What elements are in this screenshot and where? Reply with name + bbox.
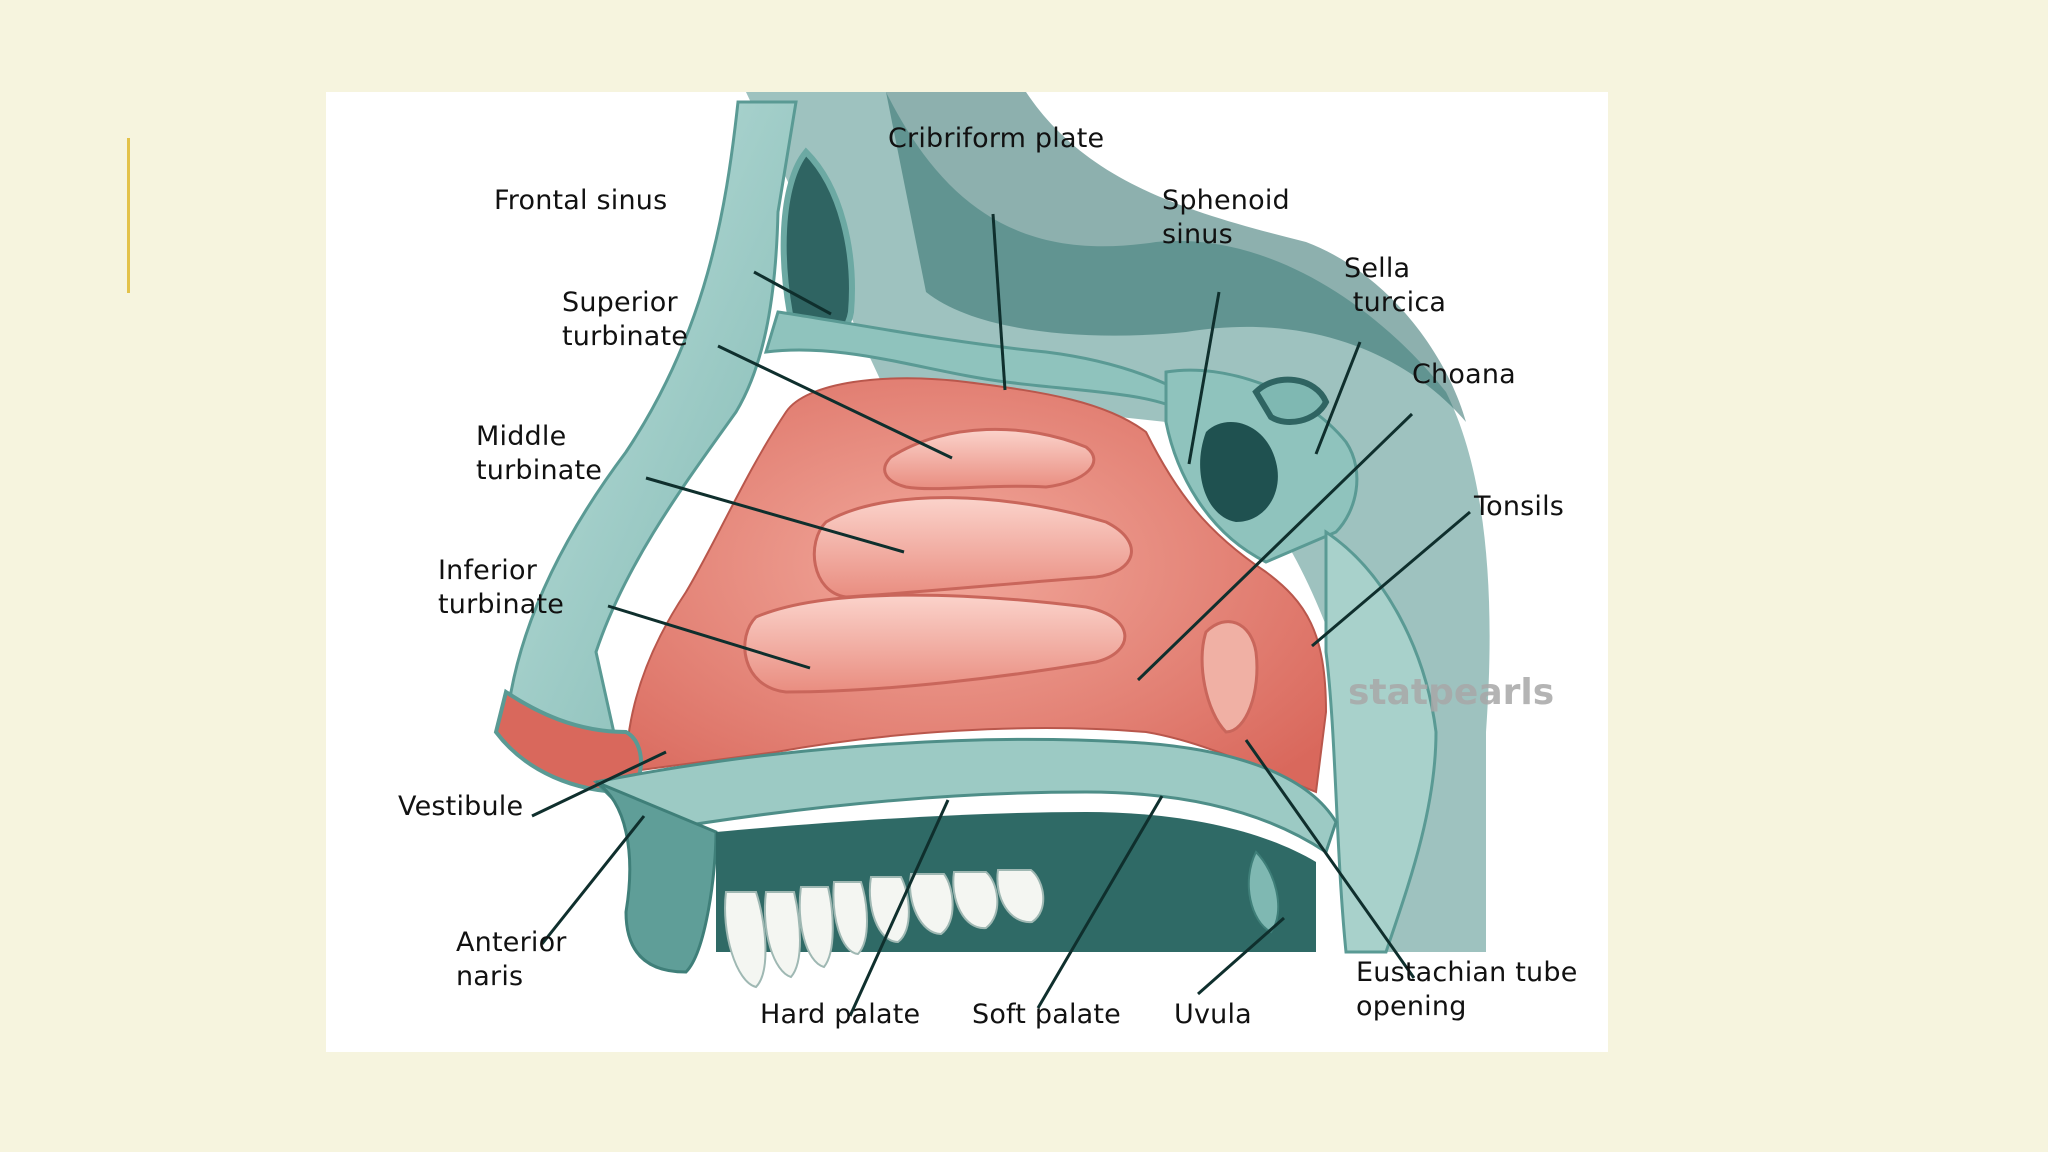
leader-uvula (1197, 916, 1285, 996)
superior-turbinate-shape (883, 427, 1096, 491)
leader-frontal (753, 270, 832, 316)
teeth (724, 869, 1045, 989)
eustachian-opening-shape (1200, 620, 1259, 734)
label-choana: Choana (1412, 359, 1516, 390)
label-superior-turbinate: Superior turbinate (562, 287, 689, 352)
label-cribriform-plate: Cribriform plate (888, 123, 1105, 154)
leader-soft-palate (1036, 795, 1164, 1009)
label-sella-turcica: Sella turcica (1344, 253, 1447, 318)
leader-hard-palate (848, 799, 950, 1017)
inferior-turbinate-shape (743, 593, 1127, 694)
label-vestibule: Vestibule (398, 791, 524, 822)
sella-turcica-shape (1252, 376, 1330, 425)
label-hard-palate: Hard palate (760, 999, 921, 1030)
pharynx-wall (1324, 529, 1438, 954)
slide-accent-bar (127, 138, 130, 293)
label-eustachian-tube-opening: Eustachian tube opening (1356, 957, 1578, 1022)
leader-vestibule (531, 750, 667, 818)
label-soft-palate: Soft palate (972, 999, 1121, 1030)
leader-choana (1136, 412, 1414, 682)
nostril (493, 688, 643, 795)
leader-tonsils (1311, 510, 1471, 648)
statpearls-watermark: statpearls (1348, 672, 1555, 713)
nasal-cavity-figure: statpearls Cribriform plate Frontal sinu… (326, 92, 1608, 1052)
leader-cribriform (991, 213, 1007, 391)
label-inferior-turbinate: Inferior turbinate (438, 555, 565, 620)
leader-inferior (607, 604, 811, 670)
leader-lines (531, 213, 1471, 1017)
nasal-anatomy-illustration (493, 92, 1490, 1017)
label-frontal-sinus: Frontal sinus (494, 185, 668, 216)
middle-turbinate-shape (812, 496, 1133, 599)
upper-lip (595, 780, 718, 974)
leader-sella (1314, 341, 1362, 455)
sphenoid-sinus-shape (1200, 422, 1278, 522)
label-anterior-naris: Anterior naris (456, 927, 567, 992)
label-tonsils: Tonsils (1474, 491, 1565, 522)
label-middle-turbinate: Middle turbinate (476, 421, 603, 486)
leader-sphenoid (1187, 291, 1221, 465)
leader-superior (717, 344, 953, 460)
leader-eustachian (1244, 739, 1416, 979)
uvula-shape (1247, 850, 1280, 934)
leader-anterior-naris (540, 815, 646, 945)
label-sphenoid-sinus: Sphenoid sinus (1162, 185, 1290, 250)
leader-middle (645, 476, 905, 554)
label-uvula: Uvula (1174, 999, 1252, 1030)
palate-bone (592, 737, 1338, 855)
